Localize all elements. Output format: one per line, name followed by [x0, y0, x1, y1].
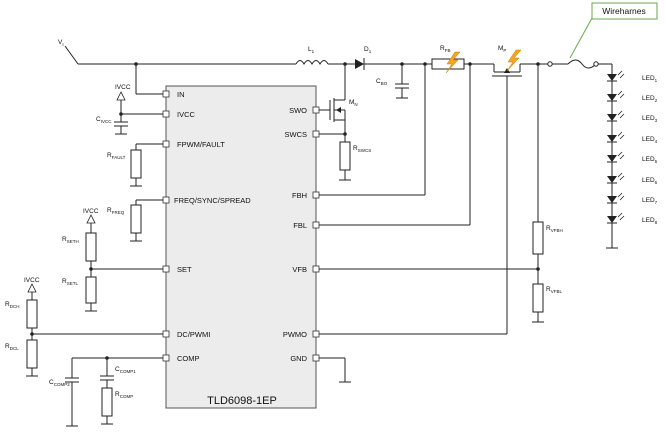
pin-freq-sync-spread: FREQ/SYNC/SPREAD [174, 196, 251, 205]
wireharnes-callout [591, 2, 658, 20]
ccomp1-label: CCOMP1 [115, 366, 136, 374]
set-divider-network [85, 214, 163, 312]
pin-pwmo: PWMO [283, 330, 307, 339]
led-6-label: LED6 [642, 177, 658, 185]
led-2-label: LED2 [642, 95, 658, 103]
led-8-symbol [606, 212, 625, 224]
led-1-label: LED1 [642, 75, 658, 83]
rdcl-label: RDCL [5, 343, 19, 351]
pin-swcs: SWCS [285, 130, 308, 139]
rfb-stress-icon [445, 51, 461, 74]
led-6-symbol [606, 172, 625, 184]
left-pin-markers [162, 90, 170, 362]
pin-fbl: FBL [293, 221, 307, 230]
rfreq-network [130, 199, 163, 242]
mp-stress-icon [506, 49, 522, 72]
pin-vfb: VFB [292, 265, 307, 274]
led-5-symbol [606, 151, 625, 163]
rswcs-label: RSWCS [353, 145, 371, 153]
rfault-network [130, 143, 163, 187]
led-labels: LED1 LED2 LED3 LED4 LED5 LED6 LED7 LED8 [642, 75, 658, 225]
vin-label: VI [58, 39, 64, 47]
pin-in: IN [177, 90, 185, 99]
mp-label: MP [498, 45, 506, 53]
rvfbl-label: RVFBL [546, 286, 562, 294]
pin-set: SET [177, 265, 192, 274]
vfb-divider-network [319, 62, 544, 323]
mp-switch [319, 64, 522, 335]
cbo-label: CBO [376, 78, 388, 86]
rfreq-label: RFREQ [107, 207, 125, 215]
rcomp-label: RCOMP [115, 391, 133, 399]
ccomp2-label: CCOMP2 [49, 379, 70, 387]
wire-harness [547, 59, 618, 249]
pin-fbh: FBH [292, 191, 307, 200]
ivcc-label-2: IVCC [83, 208, 99, 215]
ivcc-label-3: IVCC [24, 277, 40, 284]
led-3-label: LED3 [642, 115, 658, 123]
rseth-label: RSETH [62, 236, 79, 244]
diode-d1-symbol [355, 59, 364, 69]
inductor-l1-label: L1 [308, 46, 315, 54]
ivcc-capacitor-network [114, 91, 163, 135]
diode-d1-label: D1 [364, 46, 372, 54]
dc-divider-network [26, 283, 163, 377]
mn-switch-network [319, 62, 351, 181]
led-2-symbol [606, 90, 625, 102]
led-4-symbol [606, 131, 625, 143]
feedback-wires [319, 62, 472, 226]
pin-swo: SWO [289, 106, 307, 115]
civcc-label: CIVCC [96, 116, 112, 124]
ic-body [165, 85, 317, 409]
wireharnes-leader [569, 17, 593, 59]
pin-comp: COMP [177, 354, 200, 363]
ivcc-label-1: IVCC [115, 84, 131, 91]
led-8-label: LED8 [642, 217, 658, 225]
led-1-symbol [606, 70, 625, 82]
comp-network [65, 356, 163, 427]
rfb-label: RFB [440, 45, 450, 53]
led-string [606, 70, 625, 224]
pin-dc-pwmi: DC/PWMI [177, 330, 210, 339]
rdch-label: RDCH [5, 301, 19, 309]
led-7-label: LED7 [642, 197, 658, 205]
ic-part-number: TLD6098-1EP [207, 395, 277, 407]
pin-fpwm-fault: FPWM/FAULT [177, 140, 225, 149]
rsetl-label: RSETL [62, 278, 78, 286]
wireharnes-label: Wireharnes [602, 6, 645, 16]
pin-ivcc: IVCC [177, 110, 196, 119]
cbo-capacitor [395, 62, 409, 99]
rfault-label: RFAULT [107, 152, 126, 160]
mn-label: MN [349, 99, 358, 107]
led-7-symbol [606, 192, 625, 204]
led-3-symbol [606, 110, 625, 122]
rvfbh-label: RVFBH [546, 225, 563, 233]
led-5-label: LED5 [642, 156, 658, 164]
led-4-label: LED4 [642, 136, 658, 144]
pin-gnd: GND [290, 354, 307, 363]
